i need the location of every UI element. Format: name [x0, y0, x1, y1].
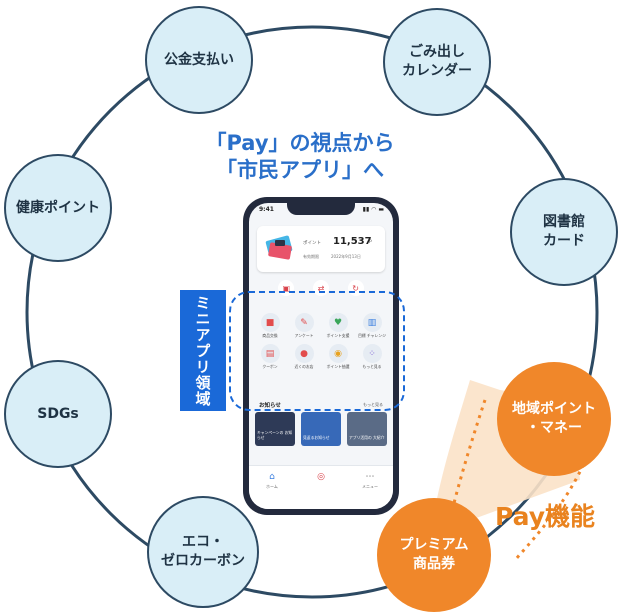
points-unit: P [369, 240, 372, 245]
news-card-3[interactable]: アプリ活用の 大紹介 [347, 412, 387, 446]
tab-pay[interactable]: ◎ [306, 472, 336, 484]
grid-item-label: 商品交換 [262, 333, 278, 338]
tab-menu[interactable]: ⋯ メニュー [355, 472, 385, 490]
mini-app-grid: ■ 商品交換 ✎ アンケート ♥ ポイント支援 ▥ 目標 チャレンジ [253, 313, 389, 375]
node-public-payment: 公金支払い [145, 6, 253, 114]
grid-item-label: ポイント抽選 [326, 364, 350, 370]
news-card-1[interactable]: キャンペーンの お知らせ [255, 412, 295, 446]
points-card[interactable]: ポイント 11,537 P 有効期限 2022年9月13日 [257, 226, 385, 272]
node-regional-line2: ・マネー [526, 420, 582, 436]
status-icons: ▮▮ ◠ ▬ [362, 206, 384, 213]
phone-notch [287, 203, 355, 215]
mini-app-region-outline [229, 291, 405, 411]
tab-home[interactable]: ⌂ ホーム [257, 472, 287, 490]
gift-icon: ■ [260, 313, 280, 332]
node-library-card-label: 図書館 カード [543, 213, 585, 251]
node-health-points: 健康ポイント [4, 154, 112, 262]
node-premium-line2: 商品券 [413, 556, 455, 572]
notice-heading: お知らせ [259, 403, 281, 409]
menu-dots-icon: ⋯ [365, 472, 375, 482]
news-caption: 見返るお知らせ [303, 434, 330, 440]
grid-row-2: ▤ クーポン ● 近くのお店 ◉ ポイント抽選 ⁘ もっと見る [253, 344, 389, 369]
node-eco-label: エコ・ ゼロカーボン [161, 533, 245, 571]
grid-item-survey[interactable]: ✎ アンケート [288, 313, 320, 338]
node-premium-voucher: プレミアム 商品券 [377, 498, 491, 612]
lottery-icon: ◉ [328, 344, 348, 364]
pay-logo-icon: ◎ [317, 472, 325, 482]
node-sdgs: SDGs [4, 360, 112, 468]
node-premium-line1: プレミアム [399, 537, 469, 554]
status-time: 9:41 [259, 206, 274, 213]
title-line-1: 「Pay」の視点から [205, 131, 395, 155]
news-caption: キャンペーンの お知らせ [257, 430, 293, 440]
node-library-card: 図書館 カード [510, 178, 618, 286]
node-public-payment-label: 公金支払い [164, 51, 234, 68]
node-regional-line1: 地域ポイント [512, 401, 596, 418]
tab-menu-label: メニュー [362, 484, 378, 489]
points-value: 11,537 [333, 236, 372, 247]
node-regional-points: 地域ポイント ・マネー [497, 362, 611, 476]
node-sdgs-label: SDGs [37, 405, 79, 422]
node-library-line2: カード [543, 233, 585, 249]
grid-item-nearby[interactable]: ● 近くのお店 [288, 344, 320, 369]
chart-icon: ▥ [362, 313, 382, 332]
grid-item-label: ポイント支援 [326, 333, 350, 338]
node-regional-label: 地域ポイント ・マネー [512, 400, 596, 438]
tab-home-label: ホーム [266, 484, 278, 489]
grid-item-lottery[interactable]: ◉ ポイント抽選 [322, 344, 354, 369]
node-garbage-line2: カレンダー [402, 63, 472, 79]
main-title: 「Pay」の視点から 「市民アプリ」へ [170, 130, 430, 185]
title-line-2: 「市民アプリ」へ [216, 158, 384, 183]
news-card-2[interactable]: 見返るお知らせ [301, 412, 341, 446]
tab-bar: ⌂ ホーム ◎ ⋯ メニュー [249, 465, 393, 509]
phone-mockup: 9:41 ▮▮ ◠ ▬ ポイント 11,537 P 有効期限 2022年9月13… [243, 197, 399, 515]
home-icon: ⌂ [269, 472, 275, 482]
grid-item-support[interactable]: ♥ ポイント支援 [322, 313, 354, 338]
node-health-points-label: 健康ポイント [16, 199, 100, 216]
grid-item-label: もっと見る [362, 364, 382, 370]
news-caption: アプリ活用の 大紹介 [349, 434, 385, 440]
grid-item-label: アンケート [294, 333, 314, 338]
grid-item-exchange[interactable]: ■ 商品交換 [254, 313, 286, 338]
pay-function-label: Pay機能 [495, 502, 596, 531]
mini-app-region-label: ミニアプリ領域 [180, 290, 226, 411]
survey-icon: ✎ [294, 313, 314, 332]
phone-screen: 9:41 ▮▮ ◠ ▬ ポイント 11,537 P 有効期限 2022年9月13… [249, 203, 393, 509]
notice-more-link[interactable]: もっと見る [363, 402, 383, 407]
node-eco-line1: エコ・ [182, 534, 224, 551]
node-library-line1: 図書館 [543, 214, 585, 231]
grid-item-label: 近くのお店 [294, 364, 314, 370]
grid-row-1: ■ 商品交換 ✎ アンケート ♥ ポイント支援 ▥ 目標 チャレンジ [253, 313, 389, 338]
expiry-value: 2022年9月13日 [331, 254, 361, 259]
grid-item-label: クーポン [262, 364, 278, 370]
node-garbage-calendar: ごみ出し カレンダー [383, 8, 491, 116]
grid-item-coupon[interactable]: ▤ クーポン [254, 344, 286, 369]
node-eco-zero-carbon: エコ・ ゼロカーボン [147, 496, 259, 608]
node-eco-line2: ゼロカーボン [161, 553, 245, 569]
grid-item-more[interactable]: ⁘ もっと見る [356, 344, 388, 369]
expiry-label: 有効期限 [303, 254, 319, 259]
points-label: ポイント [303, 241, 321, 246]
node-garbage-calendar-label: ごみ出し カレンダー [402, 43, 472, 81]
node-garbage-line1: ごみ出し [409, 44, 465, 61]
coupon-icon: ▤ [260, 344, 280, 364]
card-illustration-icon [265, 235, 293, 260]
grid-item-label: 目標 チャレンジ [358, 333, 386, 338]
node-premium-label: プレミアム 商品券 [399, 536, 468, 574]
map-pin-icon: ● [294, 344, 314, 364]
more-grid-icon: ⁘ [362, 344, 382, 364]
heart-hand-icon: ♥ [328, 313, 348, 332]
grid-item-challenge[interactable]: ▥ 目標 チャレンジ [356, 313, 388, 338]
